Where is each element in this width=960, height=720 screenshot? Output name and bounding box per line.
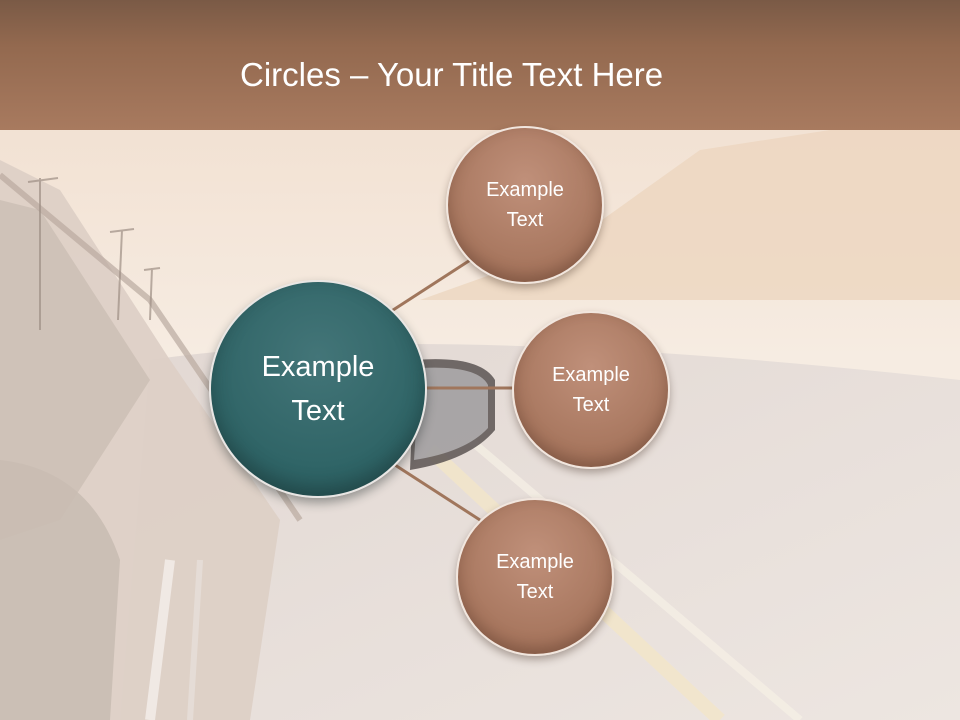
satellite-bottom-line1: Example [496, 551, 574, 573]
satellite-bottom-line2: Text [516, 581, 554, 603]
center-circle-label: Example Text [262, 345, 375, 433]
connector-line-bottom [394, 463, 481, 522]
title-bold: Circles [240, 56, 341, 93]
satellite-middle-line1: Example [552, 364, 630, 386]
center-circle[interactable]: Example Text [209, 280, 427, 498]
satellite-middle-label: Example Text [552, 360, 630, 420]
satellite-bottom-label: Example Text [496, 547, 574, 607]
satellite-top-line1: Example [486, 179, 564, 201]
title-rest: – Your Title Text Here [340, 56, 664, 93]
center-label-line2: Text [291, 395, 345, 427]
satellite-circle-bottom[interactable]: Example Text [456, 498, 614, 656]
satellite-middle-line2: Text [572, 394, 610, 416]
satellite-top-line2: Text [506, 209, 544, 231]
satellite-circle-middle[interactable]: Example Text [512, 311, 670, 469]
satellite-top-label: Example Text [486, 175, 564, 235]
slide-title: Circles – Your Title Text Here [240, 55, 663, 95]
connector-line-top [389, 253, 479, 314]
satellite-circle-top[interactable]: Example Text [446, 126, 604, 284]
center-label-line1: Example [261, 351, 375, 383]
title-bar [0, 0, 960, 130]
